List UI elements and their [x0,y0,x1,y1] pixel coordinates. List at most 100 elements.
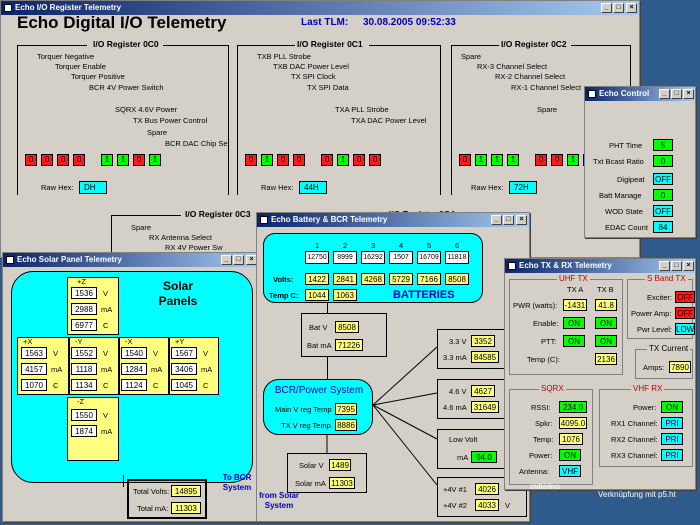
tx-vreg-value: 8886 [335,419,357,431]
lowvolt-ma-label: mA [457,453,469,462]
last-tlm-label: Last TLM: [301,17,349,28]
cell-volts: 4268 [361,273,385,285]
cell-volts: 7166 [417,273,441,285]
bcr-title: BCR/Power System [274,385,364,396]
close-button[interactable]: × [516,215,527,225]
cell-volts: 8508 [445,273,469,285]
maximize-button[interactable]: □ [671,261,682,271]
app-icon [260,216,268,224]
minimize-button[interactable]: _ [659,261,670,271]
battery-titlebar[interactable]: Echo Battery & BCR Telemetry _ □ × [257,213,529,227]
maximize-button[interactable]: □ [671,89,682,99]
close-button[interactable]: × [626,3,637,13]
reg0c3-title: I/O Register 0C3 [185,209,251,219]
ptt-label: PTT: [541,337,557,346]
total-volts-value: 14895 [171,485,201,497]
r33ma-label: 3.3 mA [443,353,467,362]
unit-ma: mA [101,365,113,374]
txcurrent-title: TX Current [647,344,691,353]
cell-code: 16292 [361,251,385,264]
vpower-label: Power: [633,403,657,412]
app-icon [588,90,596,98]
reg0c0-bit: 1 [149,154,161,166]
reg0c1-raw-label: Raw Hex: [261,183,294,192]
unit-ma: mA [151,365,163,374]
minimize-button[interactable]: _ [659,89,670,99]
maximize-button[interactable]: □ [613,3,624,13]
minimize-button[interactable]: _ [601,3,612,13]
temp-label: Temp C: [269,291,299,300]
total-ma-label: Total mA: [137,504,169,513]
reg0c1-label: TXB PLL Strobe [257,52,311,61]
sband-title: S Band TX [645,274,688,283]
cell-number: 5 [427,241,432,250]
unit-v: V [203,349,209,358]
rx2-value: PRI [661,433,683,445]
txrx-titlebar[interactable]: Echo TX & RX Telemetry _ □ × [505,259,695,273]
enable-a-value: ON [563,317,585,329]
reg0c1-label: TXA DAC Power Level [351,116,427,125]
rx3-value: PRI [661,449,683,461]
battery-window: Echo Battery & BCR Telemetry _ □ × 1 2 3… [256,212,530,522]
unit-v: V [103,289,109,298]
io-register-titlebar[interactable]: Echo I/O Register Telemetry _ □ × [1,1,639,15]
unit-ma: mA [201,365,213,374]
reg0c2-bit: 0 [459,154,471,166]
power-value: ON [559,449,581,461]
control-window-title: Echo Control [599,89,650,98]
reg0c1-bit: 0 [321,154,333,166]
cell-number: 2 [343,241,348,250]
batma-value: 71226 [335,339,363,351]
minimize-button[interactable]: _ [491,215,502,225]
reg0c0-label: Torquer Negative [37,52,95,61]
reg0c1-label: TXA PLL Strobe [335,105,389,114]
txb-header: TX B [597,285,614,294]
desktop-shortcut-label[interactable]: Verknüpfung mit p5.ht [598,490,676,499]
reg0c2-bit: 0 [551,154,563,166]
solar-panel-name: +Y [175,337,185,346]
reg0c2-label: RX-3 Channel Select [477,62,548,71]
solar-titlebar[interactable]: Echo Solar Panel Telemetry _ □ × [3,253,259,267]
maximize-button[interactable]: □ [233,255,244,265]
batma-label: Bat mA [307,341,332,350]
unit-ma: mA [51,365,63,374]
tx-vreg-label: TX V reg Temp [281,421,331,430]
solar-px-ma: 4157 [21,363,47,375]
pwr-b-value: 41.8 [595,299,617,311]
battery-temp: 1044 [305,289,329,301]
control-value: OFF [653,205,673,217]
maximize-button[interactable]: □ [503,215,514,225]
rx1-label: RX1 Channel: [611,419,658,428]
reg0c2-raw-label: Raw Hex: [471,183,504,192]
temp-b-value: 2136 [595,353,617,365]
rssi-value: 234.0 [559,401,587,413]
solar-totals-frame [127,479,207,519]
close-button[interactable]: × [683,261,694,271]
reg0c2-bit: 1 [475,154,487,166]
solar-mz-ma: 1874 [71,425,97,437]
txrx-window: Echo TX & RX Telemetry _ □ × UHF TX TX A… [504,258,696,490]
control-titlebar[interactable]: Echo Control _ □ × [585,87,695,101]
battery-window-title: Echo Battery & BCR Telemetry [271,215,388,224]
close-button[interactable]: × [683,89,694,99]
reg0c2-label: Spare [461,52,482,61]
solar-mz-v: 1550 [71,409,97,421]
reg0c0-label: Spare [147,128,168,137]
solarma-value: 11303 [329,477,355,489]
desktop-shortcut-label-2[interactable]: mitteilno [530,482,560,491]
minimize-button[interactable]: _ [221,255,232,265]
batteries-label: BATTERIES [393,289,455,301]
solar-window: Echo Solar Panel Telemetry _ □ × Solar P… [2,252,260,522]
reg0c0-bit: 1 [101,154,113,166]
vpower-value: ON [661,401,683,413]
reg0c0-label: BCR DAC Chip Sel [165,139,230,148]
solar-mx-v: 1540 [121,347,147,359]
pwrlevel-label: Pwr Level: [637,325,673,334]
solarv-value: 1489 [329,459,351,471]
reg0c1-raw-value: 44H [299,181,327,194]
unit-c: C [203,381,209,390]
txrx-window-title: Echo TX & RX Telemetry [519,261,612,270]
reg0c1-bit: 1 [337,154,349,166]
reg0c2-label: Spare [537,105,558,114]
cell-code: 1507 [389,251,413,264]
